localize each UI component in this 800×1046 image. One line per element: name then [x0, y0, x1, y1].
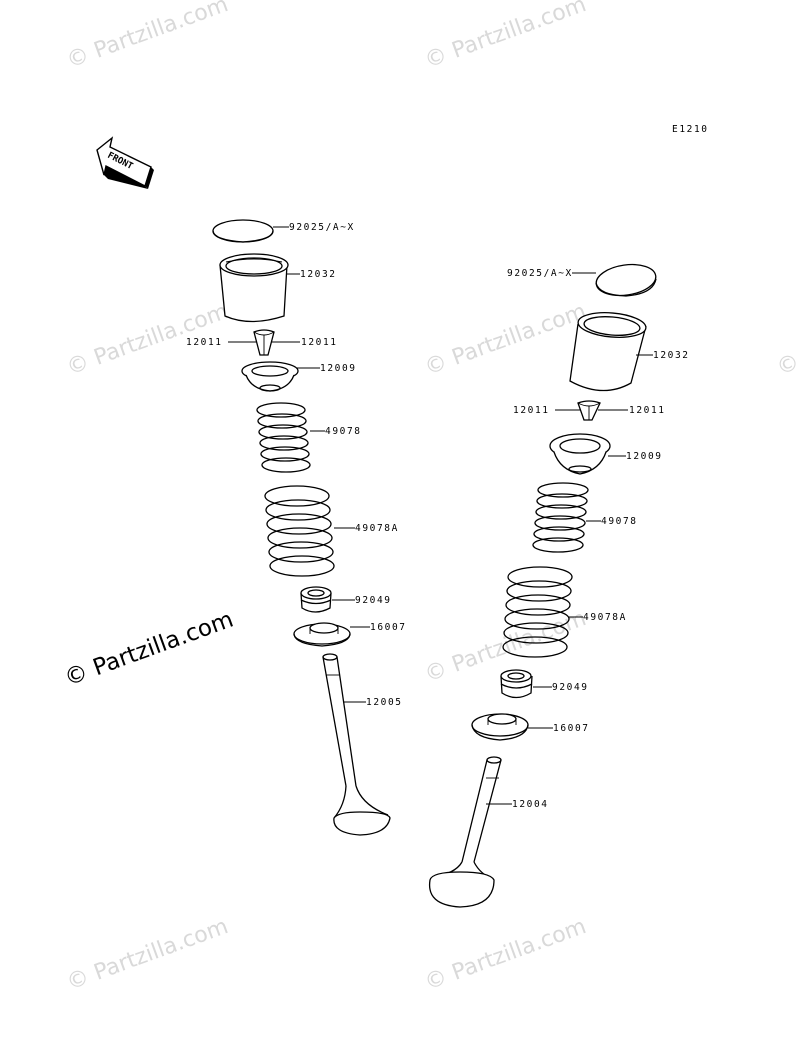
stem-seal-right[interactable] [500, 669, 533, 699]
part-label-16007-left: 16007 [370, 622, 407, 633]
part-label-12011-right-a: 12011 [513, 405, 550, 416]
part-label-12009-left: 12009 [320, 363, 357, 374]
stem-seal-left[interactable] [300, 586, 332, 613]
part-label-12011-left-a: 12011 [186, 337, 223, 348]
part-label-49078a-right: 49078A [583, 612, 627, 623]
part-label-49078-right: 49078 [601, 516, 638, 527]
part-label-12011-left-b: 12011 [301, 337, 338, 348]
watermark: © Partzilla.com [774, 299, 800, 381]
watermark-layer: © Partzilla.com © Partzilla.com © Partzi… [61, 0, 800, 996]
watermark: © Partzilla.com [64, 914, 232, 996]
outer-spring-left[interactable] [264, 485, 335, 577]
part-label-12009-right: 12009 [626, 451, 663, 462]
diagram-code: E1210 [672, 124, 709, 135]
right-valve-assembly: 92025/A~X 12032 12011 12011 12009 [428, 261, 690, 908]
inner-spring-left[interactable] [256, 402, 311, 473]
watermark: © Partzilla.com [64, 0, 232, 74]
retainer-left[interactable] [241, 361, 299, 392]
part-label-12005: 12005 [366, 697, 403, 708]
watermark-main: © Partzilla.com [61, 606, 237, 691]
cotters-right[interactable] [577, 400, 601, 421]
watermark: © Partzilla.com [422, 0, 590, 74]
tappet-shim-right[interactable] [594, 261, 658, 299]
watermark: © Partzilla.com [422, 299, 590, 381]
part-label-12004: 12004 [512, 799, 549, 810]
spring-seat-left[interactable] [293, 622, 351, 647]
part-label-12011-right-b: 12011 [629, 405, 666, 416]
watermark: © Partzilla.com [422, 914, 590, 996]
part-label-92049-left: 92049 [355, 595, 392, 606]
spring-seat-right[interactable] [471, 713, 529, 741]
part-label-92025-left: 92025/A~X [289, 222, 355, 233]
left-valve-assembly: 92025/A~X 12032 12011 12011 12009 [186, 219, 407, 836]
part-label-92025-right: 92025/A~X [507, 268, 573, 279]
part-label-49078a-left: 49078A [355, 523, 399, 534]
tappet-shim-left[interactable] [212, 219, 274, 243]
tappet-left[interactable] [219, 253, 289, 323]
retainer-right[interactable] [549, 433, 611, 475]
tappet-right[interactable] [569, 310, 647, 392]
front-direction-arrow: FRONT [96, 136, 154, 189]
part-label-12032-right: 12032 [653, 350, 690, 361]
inner-spring-right[interactable] [532, 482, 589, 553]
part-label-49078-left: 49078 [325, 426, 362, 437]
exhaust-valve[interactable] [322, 653, 391, 836]
part-label-92049-right: 92049 [552, 682, 589, 693]
part-label-12032-left: 12032 [300, 269, 337, 280]
part-label-16007-right: 16007 [553, 723, 590, 734]
cotters-left[interactable] [253, 329, 275, 356]
intake-valve[interactable] [428, 756, 502, 908]
outer-spring-right[interactable] [502, 566, 573, 658]
